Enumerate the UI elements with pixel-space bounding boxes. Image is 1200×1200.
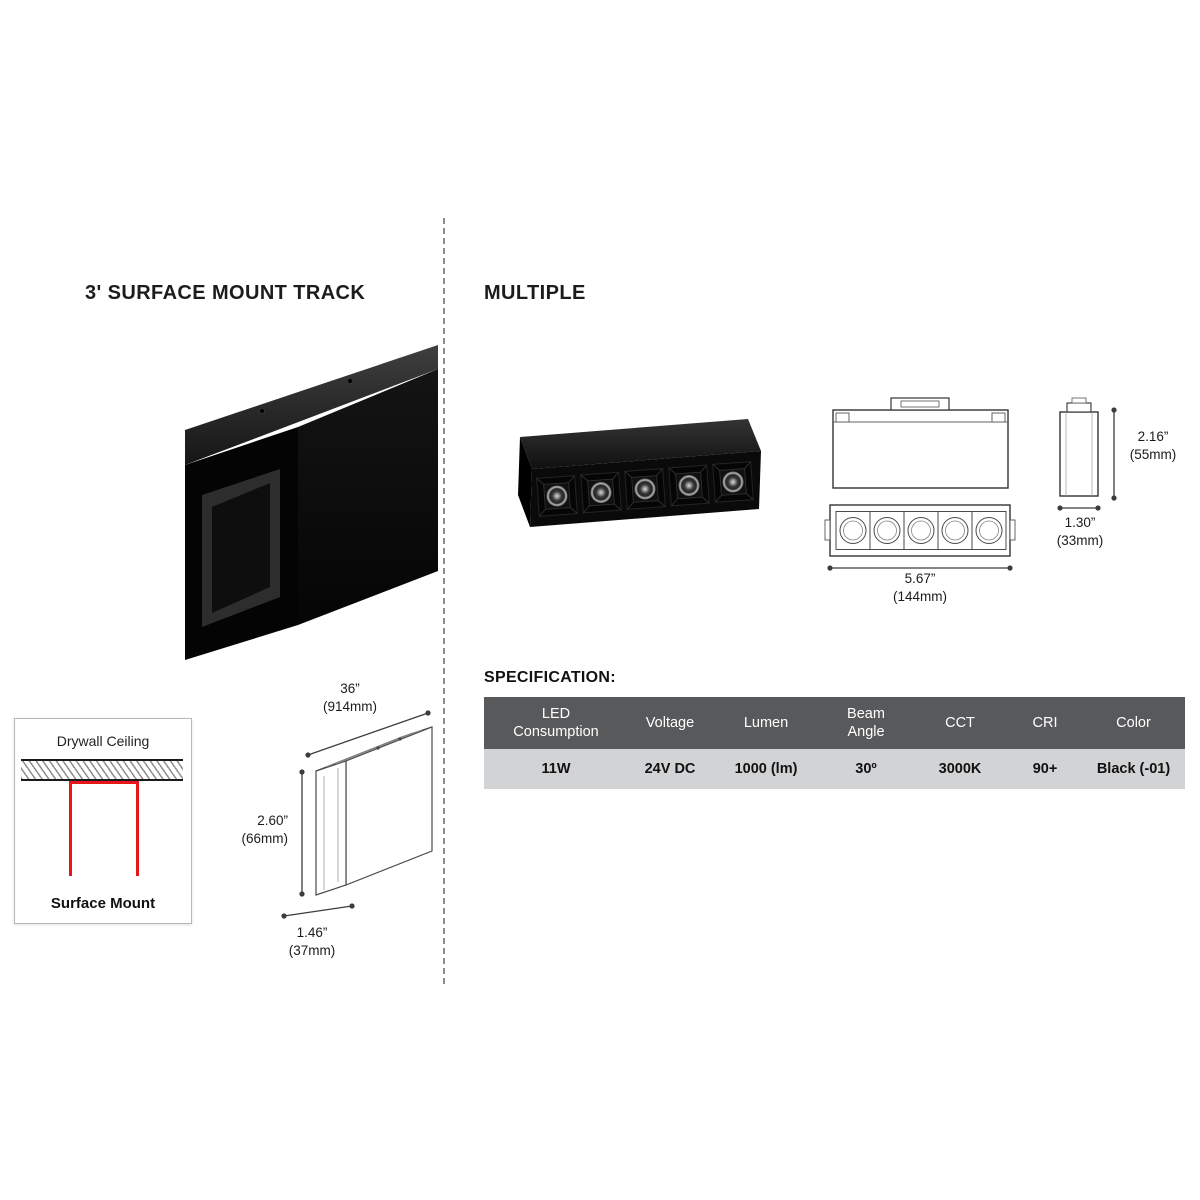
specification-table: LED Consumption Voltage Lumen Beam Angle… [484, 697, 1185, 789]
track-height-label: 2.60” (66mm) [226, 812, 289, 847]
fixture-height-mm: (55mm) [1129, 446, 1177, 462]
bottom-view-body [829, 504, 1011, 557]
spec-value-led-consumption: 11W [484, 749, 628, 789]
dim-dot [349, 903, 355, 909]
fixture-length-mm: (144mm) [892, 588, 947, 604]
dim-dot [299, 769, 305, 775]
track-top-face [185, 345, 438, 465]
dim-dot [305, 752, 311, 758]
fixture-end-view-drawing [1057, 397, 1117, 511]
track-width-label: 1.46” (37mm) [262, 924, 362, 959]
ceiling-label: Drywall Ceiling [56, 733, 150, 749]
specification-heading: SPECIFICATION: [484, 669, 616, 686]
track-mounting-hole [259, 408, 265, 414]
ceiling-hatch [21, 759, 183, 781]
spec-value-color: Black (-01) [1082, 749, 1185, 789]
fixture-product-render [518, 419, 761, 527]
side-view-end-latch [991, 412, 1006, 423]
section-divider [443, 218, 445, 984]
length-dim-line [307, 712, 429, 756]
spec-header-voltage: Voltage [628, 697, 712, 749]
dim-dot [1057, 505, 1063, 511]
end-view-mount-clip [1066, 402, 1092, 413]
fixture-height-in: 2.16” [1137, 429, 1169, 444]
fixture-width-mm: (33mm) [1056, 532, 1104, 548]
surface-mount-diagram: Drywall Ceiling Surface Mount [14, 718, 192, 924]
fixture-bottom-view-drawing [824, 504, 1016, 571]
dim-dot [827, 565, 833, 571]
spec-header-led-consumption: LED Consumption [484, 697, 628, 749]
fixture-left-face [518, 437, 532, 527]
profile-end-face [315, 760, 347, 896]
side-view-end-latch [835, 412, 850, 423]
track-height-in: 2.60” [257, 813, 288, 828]
profile-channel-line [325, 732, 413, 768]
bottom-view-end-tab [824, 519, 831, 541]
side-view-body [832, 409, 1009, 489]
fixture-side-view-drawing [832, 397, 1009, 489]
spec-header-cct: CCT [912, 697, 1008, 749]
spec-header-cri: CRI [1008, 697, 1082, 749]
fixture-length-in: 5.67” [904, 571, 936, 586]
track-width-in: 1.46” [296, 925, 328, 940]
left-section-title: 3' SURFACE MOUNT TRACK [85, 282, 366, 304]
fixture-width-label: 1.30” (33mm) [1042, 514, 1118, 549]
width-dim-line [283, 905, 353, 917]
mount-bracket-shape [69, 781, 139, 876]
fixture-lens [580, 471, 622, 514]
track-height-mm: (66mm) [241, 830, 289, 846]
dim-dot [1111, 407, 1117, 413]
profile-hole [376, 746, 380, 750]
dim-dot [281, 913, 287, 919]
fixture-height-label: 2.16” (55mm) [1118, 428, 1188, 463]
dim-dot [1007, 565, 1013, 571]
dim-dot [1111, 495, 1117, 501]
right-section-title: MULTIPLE [484, 282, 586, 304]
fixture-length-label: 5.67” (144mm) [868, 570, 972, 605]
profile-hole [398, 737, 402, 741]
spec-value-cri: 90+ [1008, 749, 1082, 789]
spec-header-beam-angle: Beam Angle [820, 697, 912, 749]
spec-header-color: Color [1082, 697, 1185, 749]
dim-dot [425, 710, 431, 716]
track-side-face [298, 369, 438, 625]
side-view-clip-inner [900, 400, 940, 408]
fixture-width-in: 1.30” [1064, 515, 1096, 530]
fixture-lens [536, 475, 578, 517]
track-channel-cavity-inner [212, 483, 270, 613]
spec-value-cct: 3000K [912, 749, 1008, 789]
track-length-mm: (914mm) [322, 698, 377, 714]
spec-header-lumen: Lumen [712, 697, 820, 749]
spec-value-lumen: 1000 (lm) [712, 749, 820, 789]
profile-side-face [345, 726, 433, 886]
track-length-in: 36” [340, 681, 360, 696]
bottom-view-end-tab [1009, 519, 1016, 541]
fixture-lens [712, 461, 754, 503]
mount-label: Surface Mount [50, 895, 156, 912]
fixture-top-face [520, 419, 761, 469]
dim-dot [299, 891, 305, 897]
track-width-mm: (37mm) [288, 942, 336, 958]
track-mounting-hole [347, 378, 353, 384]
dim-dot [1095, 505, 1101, 511]
fixture-lens [668, 464, 710, 507]
track-product-render [185, 345, 438, 660]
end-view-clip-inner [1071, 397, 1087, 404]
spec-value-beam-angle: 30º [820, 749, 912, 789]
track-length-label: 36” (914mm) [295, 680, 405, 715]
track-profile-drawing [281, 710, 433, 919]
spec-value-voltage: 24V DC [628, 749, 712, 789]
bottom-view-cells [835, 511, 1007, 550]
fixture-lens [624, 468, 666, 510]
